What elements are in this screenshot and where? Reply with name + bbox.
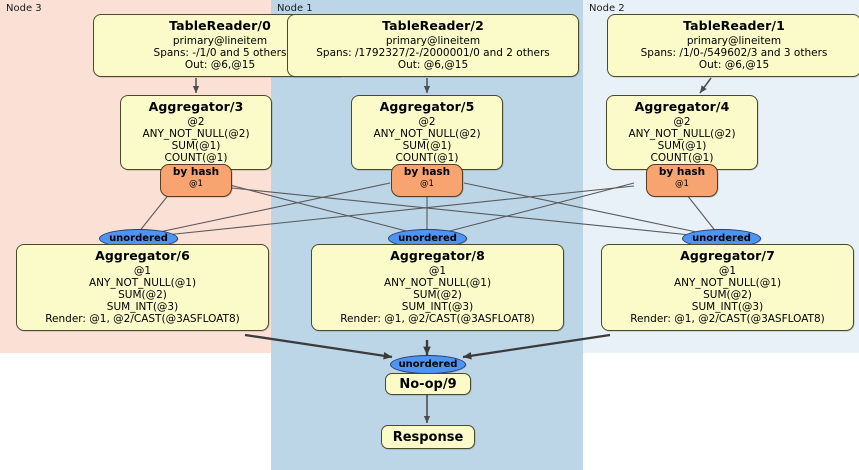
aggregator-3-line4: COUNT(@1) (164, 152, 228, 165)
aggregator-6-line5: Render: @1, @2/CAST(@3ASFLOAT8) (45, 313, 240, 326)
aggregator-3-line2: ANY_NOT_NULL(@2) (142, 127, 250, 140)
aggregator-7-line1: @1 (718, 264, 737, 277)
aggregator-7-line4: SUM_INT(@3) (691, 301, 764, 314)
aggregator-8-line1: @1 (428, 264, 447, 277)
byhash-center-label: by hash (403, 166, 451, 178)
byhash-center-pill[interactable]: by hash @1 (391, 164, 463, 197)
aggregator-8-line5: Render: @1, @2/CAST(@3ASFLOAT8) (340, 313, 535, 326)
tablereader-1-line2: Spans: /1/0-/549602/3 and 3 others (640, 46, 828, 59)
node-panel-label-node3: Node 3 (6, 3, 42, 14)
aggregator-4-line4: COUNT(@1) (650, 152, 714, 165)
tablereader-1-box[interactable]: TableReader/1 primary@lineitem Spans: /1… (607, 14, 859, 78)
byhash-left-sub: @1 (189, 178, 203, 189)
byhash-right-label: by hash (658, 166, 706, 178)
unordered-center-label: unordered (398, 233, 457, 244)
aggregator-5-line2: ANY_NOT_NULL(@2) (373, 127, 481, 140)
aggregator-5-line3: SUM(@1) (402, 139, 452, 152)
aggregator-4-line3: SUM(@1) (657, 139, 707, 152)
aggregator-5-title: Aggregator/5 (379, 99, 475, 114)
aggregator-4-line1: @2 (673, 115, 691, 128)
noop-9-box[interactable]: No-op/9 (385, 373, 471, 395)
node-panel-label-node2: Node 2 (589, 3, 625, 14)
byhash-center-sub: @1 (420, 178, 434, 189)
aggregator-7-title: Aggregator/7 (680, 248, 775, 263)
aggregator-3-title: Aggregator/3 (148, 99, 244, 114)
tablereader-2-line3: Out: @6,@15 (397, 58, 469, 71)
unordered-final-oval[interactable]: unordered (390, 355, 466, 374)
aggregator-4-box[interactable]: Aggregator/4 @2 ANY_NOT_NULL(@2) SUM(@1)… (606, 95, 758, 171)
aggregator-5-box[interactable]: Aggregator/5 @2 ANY_NOT_NULL(@2) SUM(@1)… (351, 95, 503, 171)
aggregator-3-box[interactable]: Aggregator/3 @2 ANY_NOT_NULL(@2) SUM(@1)… (120, 95, 272, 171)
aggregator-5-line1: @2 (418, 115, 436, 128)
aggregator-6-title: Aggregator/6 (95, 248, 190, 263)
aggregator-7-line2: ANY_NOT_NULL(@1) (673, 276, 782, 289)
tablereader-2-title: TableReader/2 (382, 18, 484, 33)
aggregator-3-line3: SUM(@1) (171, 139, 221, 152)
aggregator-8-box[interactable]: Aggregator/8 @1 ANY_NOT_NULL(@1) SUM(@2)… (311, 244, 564, 332)
unordered-right-label: unordered (692, 233, 751, 244)
tablereader-0-line3: Out: @6,@15 (184, 58, 256, 71)
aggregator-8-title: Aggregator/8 (390, 248, 485, 263)
noop-9-label: No-op/9 (399, 376, 457, 392)
byhash-left-pill[interactable]: by hash @1 (160, 164, 232, 197)
tablereader-0-title: TableReader/0 (169, 18, 271, 33)
response-box[interactable]: Response (381, 425, 475, 449)
aggregator-6-line4: SUM_INT(@3) (106, 301, 179, 314)
tablereader-1-title: TableReader/1 (683, 18, 785, 33)
byhash-left-label: by hash (172, 166, 220, 178)
aggregator-7-line5: Render: @1, @2/CAST(@3ASFLOAT8) (630, 313, 825, 326)
tablereader-0-line1: primary@lineitem (172, 34, 268, 47)
aggregator-8-line3: SUM(@2) (413, 288, 462, 301)
unordered-final-label: unordered (398, 359, 458, 370)
aggregator-7-box[interactable]: Aggregator/7 @1 ANY_NOT_NULL(@1) SUM(@2)… (601, 244, 854, 332)
tablereader-0-line2: Spans: -/1/0 and 5 others (153, 46, 287, 59)
aggregator-6-line3: SUM(@2) (118, 288, 167, 301)
aggregator-6-line1: @1 (133, 264, 152, 277)
tablereader-1-line1: primary@lineitem (686, 34, 782, 47)
aggregator-3-line1: @2 (187, 115, 205, 128)
aggregator-7-line3: SUM(@2) (703, 288, 752, 301)
tablereader-2-line1: primary@lineitem (385, 34, 481, 47)
aggregator-6-line2: ANY_NOT_NULL(@1) (88, 276, 197, 289)
byhash-right-pill[interactable]: by hash @1 (646, 164, 718, 197)
unordered-left-label: unordered (109, 233, 168, 244)
byhash-right-sub: @1 (675, 178, 689, 189)
tablereader-1-line3: Out: @6,@15 (698, 58, 770, 71)
aggregator-5-line4: COUNT(@1) (395, 152, 459, 165)
aggregator-4-line2: ANY_NOT_NULL(@2) (628, 127, 736, 140)
aggregator-8-line4: SUM_INT(@3) (401, 301, 474, 314)
node-panel-label-node1: Node 1 (277, 3, 313, 14)
response-label: Response (392, 429, 464, 445)
aggregator-8-line2: ANY_NOT_NULL(@1) (383, 276, 492, 289)
tablereader-2-line2: Spans: /1792327/2-/2000001/0 and 2 other… (316, 46, 550, 59)
aggregator-4-title: Aggregator/4 (634, 99, 730, 114)
aggregator-6-box[interactable]: Aggregator/6 @1 ANY_NOT_NULL(@1) SUM(@2)… (16, 244, 269, 332)
tablereader-2-box[interactable]: TableReader/2 primary@lineitem Spans: /1… (287, 14, 579, 78)
